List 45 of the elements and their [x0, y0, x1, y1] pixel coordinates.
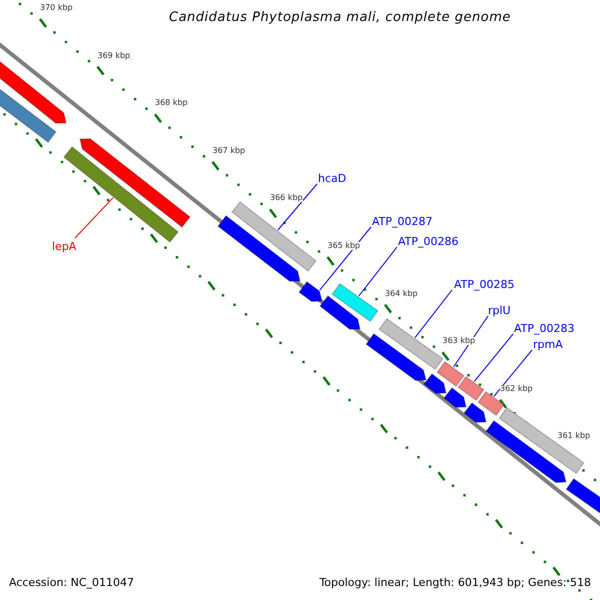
gene-label: lepA	[52, 241, 76, 252]
gene-feature	[378, 318, 444, 370]
gene-feature	[298, 281, 323, 302]
footer-text: Accession: NC_011047	[9, 577, 134, 588]
gene-feature	[436, 361, 465, 387]
gene-label: rplU	[488, 305, 511, 316]
gene-label: ATP_00285	[454, 279, 515, 290]
gene-label: ATP_00286	[398, 236, 459, 247]
scale-label: 364 kbp	[385, 290, 418, 298]
gene-feature	[63, 146, 179, 243]
gene-feature	[366, 333, 427, 381]
scale-label: 362 kbp	[500, 384, 533, 393]
gene-feature	[423, 373, 447, 394]
scale-label: 366 kbp	[270, 194, 303, 202]
scale-label: 370 kbp	[40, 4, 73, 12]
leader-line	[453, 316, 488, 368]
leader-line	[277, 184, 318, 230]
gene-feature	[443, 387, 467, 408]
leader-line	[319, 226, 372, 291]
gene-feature	[332, 283, 378, 322]
scale-label: 368 kbp	[155, 99, 188, 108]
gene-feature	[458, 376, 484, 401]
leader-line	[493, 350, 532, 397]
leader-line	[474, 334, 514, 382]
scale-label: 365 kbp	[328, 242, 360, 250]
diagram-title: Candidatus Phytoplasma mali, complete genome	[169, 11, 511, 24]
gene-feature	[478, 391, 504, 416]
scale-label: 361 kbp	[558, 432, 590, 440]
leader-line	[414, 290, 452, 338]
gene-label: ATP_00287	[372, 216, 433, 227]
gene-feature	[79, 138, 191, 228]
gene-label: rpmA	[533, 339, 563, 350]
gene-label: hcaD	[318, 173, 346, 184]
gene-feature	[566, 478, 600, 514]
scale-label: 369 kbp	[98, 52, 130, 60]
gene-feature	[463, 402, 487, 423]
gene-label: ATP_00283	[514, 323, 575, 334]
scale-label: 367 kbp	[212, 146, 246, 155]
gene-feature	[217, 215, 301, 282]
gene-feature	[231, 201, 317, 272]
leader-line	[74, 197, 114, 238]
gene-feature	[319, 295, 361, 330]
footer-text: Topology: linear; Length: 601,943 bp; Genes: 518	[319, 577, 591, 588]
scale-label: 363 kbp	[442, 337, 476, 346]
leader-line	[358, 246, 398, 296]
